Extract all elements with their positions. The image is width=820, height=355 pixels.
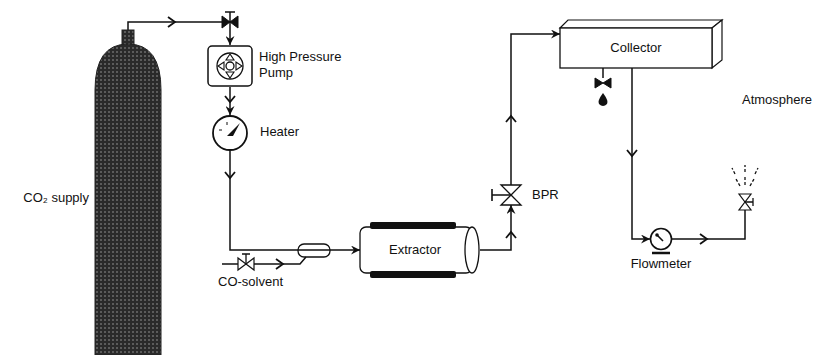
vent-line <box>672 210 745 239</box>
gas-cylinder: CO₂ supply <box>95 30 161 355</box>
component-label: Extractor <box>389 242 441 258</box>
pipe-line <box>511 34 560 185</box>
valve-handle <box>225 12 235 22</box>
collector-box: Collector <box>560 20 722 68</box>
heater-gauge: Heater <box>212 115 248 151</box>
valve-handle <box>242 254 250 264</box>
extractor-vessel: Extractor <box>360 222 480 278</box>
droplet <box>599 93 608 106</box>
drain-valve <box>595 78 611 88</box>
component-label: CO₂ supply <box>3 190 89 206</box>
component-label: High Pressure Pump <box>259 49 359 80</box>
bpr-valve-outline <box>500 185 522 205</box>
component-label: BPR <box>532 187 559 203</box>
component-label: Collector <box>610 40 661 56</box>
bpr-valve: BPR <box>500 185 522 205</box>
pipe-line <box>632 68 650 239</box>
component-label: Heater <box>260 124 299 140</box>
inlet-label: CO-solvent <box>218 274 283 290</box>
pump-symbol-outline <box>207 45 253 87</box>
drain-line <box>602 68 604 78</box>
heater-gauge-outline <box>212 115 248 151</box>
flowmeter-symbol-outline <box>650 228 672 250</box>
flow-chevron <box>700 234 707 244</box>
valve-handle <box>745 198 753 206</box>
flowmeter-symbol: Flowmeter <box>650 228 672 250</box>
pipe-line <box>229 87 231 115</box>
pipe-line <box>230 151 360 250</box>
gas-cylinder-outline <box>95 30 161 355</box>
co-solvent-line <box>222 257 306 264</box>
vent-label: Atmosphere <box>742 92 812 108</box>
pipe-line <box>128 22 230 45</box>
pipe-line <box>480 205 511 250</box>
flow-chevron <box>276 259 283 269</box>
component-label: Flowmeter <box>630 256 692 272</box>
pump-symbol: High Pressure Pump <box>207 45 253 87</box>
vent-spray <box>732 165 758 186</box>
